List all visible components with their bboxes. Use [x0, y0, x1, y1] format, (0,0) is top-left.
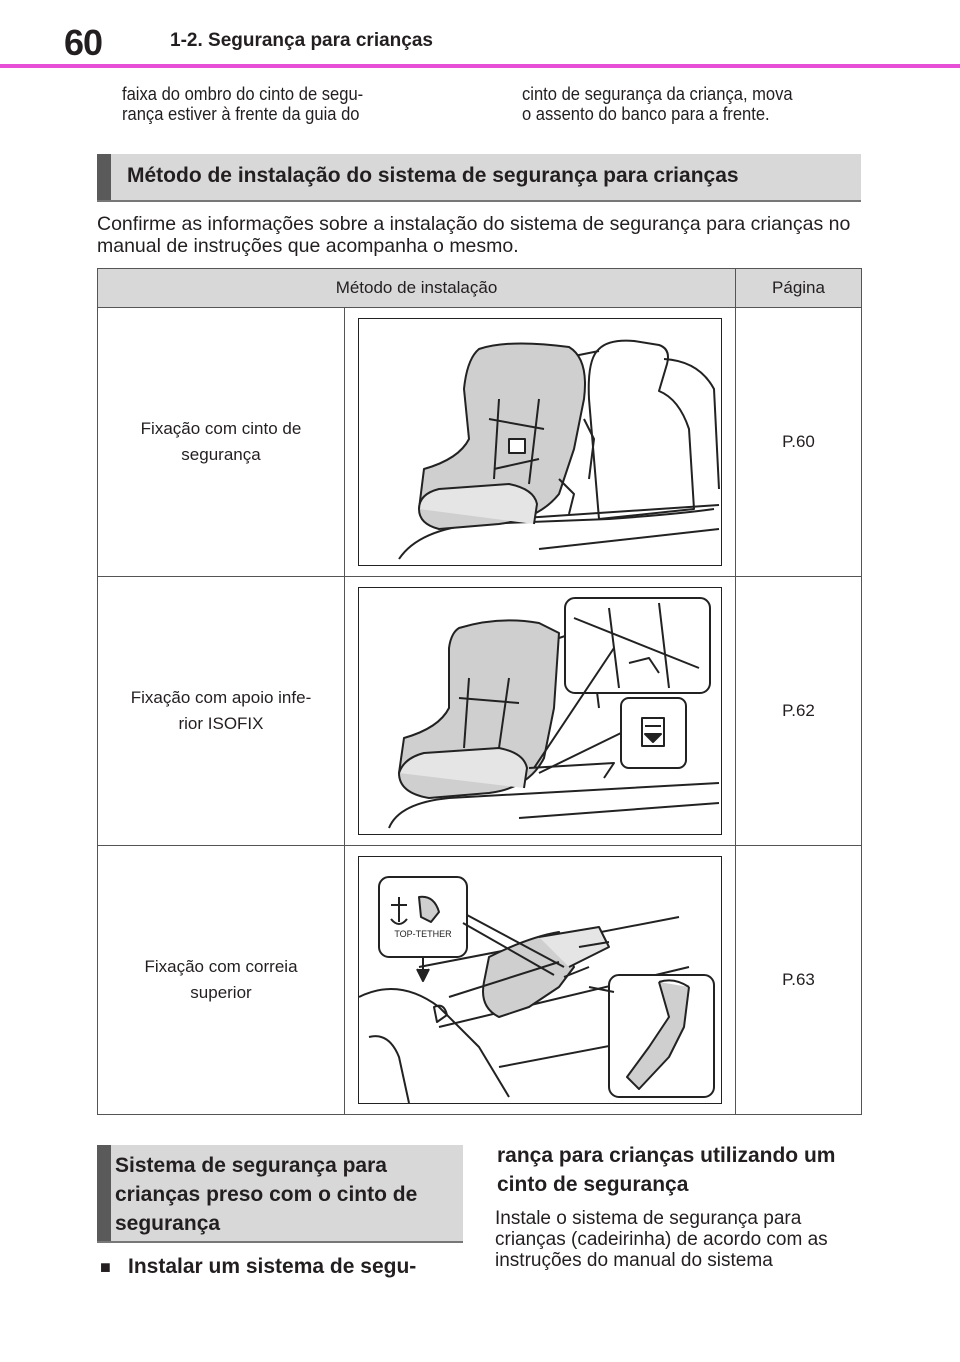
- top-tether-label: TOP-TETHER: [394, 929, 452, 939]
- section-heading-text: Sistema de segurança para crianças preso…: [115, 1154, 418, 1235]
- column-header-page: Página: [735, 268, 862, 308]
- method-label: Fixação com apoio infe- rior ISOFIX: [97, 576, 345, 846]
- subheading-part-1: Instalar um sistema de segu-: [128, 1255, 417, 1278]
- method-label: Fixação com correia superior: [97, 845, 345, 1115]
- page-reference: P.60: [735, 307, 862, 577]
- illustration-cell: [344, 576, 736, 846]
- continuation-text-right: cinto de segurança da criança, mova o as…: [522, 84, 793, 124]
- page-reference: P.63: [735, 845, 862, 1115]
- section-title: 1-2. Segurança para crianças: [170, 30, 433, 51]
- page-number: 60: [64, 22, 103, 63]
- heading-underline: [97, 1241, 463, 1243]
- continuation-text-left: faixa do ombro do cinto de segu- rança e…: [122, 84, 364, 124]
- installation-method-table: Método de instalação Página Fixação com …: [97, 268, 862, 1115]
- body-paragraph: Instale o sistema de segurança para cria…: [495, 1208, 828, 1271]
- illustration-cell: [344, 307, 736, 577]
- method-label: Fixação com cinto de segurança: [97, 307, 345, 577]
- table-row: Fixação com cinto de segurança: [97, 307, 862, 577]
- isofix-installation-illustration: [358, 587, 722, 835]
- section-heading-text: Método de instalação do sistema de segur…: [127, 164, 739, 187]
- table-row: Fixação com apoio infe- rior ISOFIX: [97, 576, 862, 846]
- table-header-row: Método de instalação Página: [97, 268, 862, 308]
- subheading-part-2: rança para crianças utilizando um cinto …: [497, 1144, 836, 1196]
- column-header-method: Método de instalação: [97, 268, 736, 308]
- heading-underline: [97, 200, 861, 202]
- intro-paragraph: Confirme as informações sobre a instalaç…: [97, 213, 851, 257]
- method-label-text: Fixação com correia superior: [144, 957, 298, 1002]
- illustration-cell: TOP-TETHER: [344, 845, 736, 1115]
- seat-belt-installation-illustration: [358, 318, 722, 566]
- header-rule: [0, 64, 960, 68]
- page-reference: P.62: [735, 576, 862, 846]
- table-row: Fixação com correia superior TOP-TETHER: [97, 845, 862, 1115]
- square-bullet-icon: ■: [100, 1257, 111, 1277]
- section-heading-seatbelt-secured: Sistema de segurança para crianças preso…: [97, 1145, 463, 1241]
- top-tether-installation-illustration: TOP-TETHER: [358, 856, 722, 1104]
- method-label-text: Fixação com apoio infe- rior ISOFIX: [130, 688, 312, 733]
- section-heading-installation-method: Método de instalação do sistema de segur…: [97, 154, 861, 200]
- method-label-text: Fixação com cinto de segurança: [140, 419, 302, 464]
